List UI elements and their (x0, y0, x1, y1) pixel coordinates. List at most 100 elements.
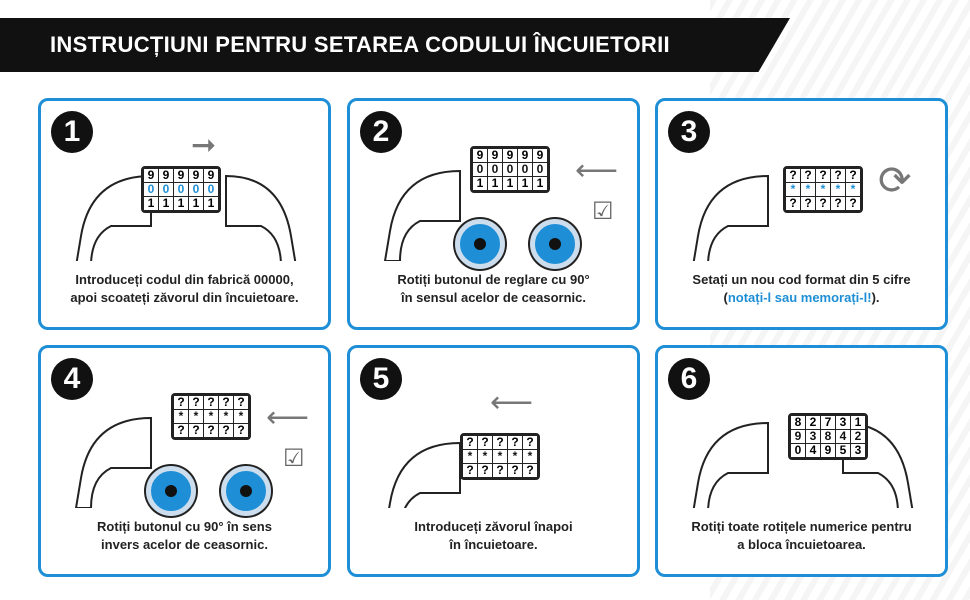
caption-paren: ( (723, 290, 728, 305)
code-digit: * (786, 183, 800, 196)
code-digit: * (189, 410, 203, 423)
caption-line: apoi scoateți zăvorul din încuietoare. (70, 290, 299, 305)
code-digit: ? (234, 396, 248, 409)
code-digit: ? (831, 169, 845, 182)
step-caption: Introduceți codul din fabrică 00000,apoi… (41, 271, 328, 307)
arrow-left-icon: ⟵ (490, 386, 534, 419)
code-wheels: ?????*****????? (171, 393, 251, 440)
code-digit: 1 (174, 197, 188, 210)
code-digit: ? (786, 169, 800, 182)
code-digit: 0 (174, 183, 188, 196)
code-digit: 1 (159, 197, 173, 210)
code-wheels: ?????*****????? (460, 433, 540, 480)
lock-body-icon (692, 174, 769, 261)
code-digit: 4 (836, 430, 850, 443)
caption-line: Rotiți butonul de reglare cu 90° (397, 272, 590, 287)
knob-icon (146, 466, 196, 516)
code-digit: ? (204, 424, 218, 437)
lock-body-icon (383, 169, 461, 261)
page-title: INSTRUCȚIUNI PENTRU SETAREA CODULUI ÎNCU… (50, 32, 670, 57)
arrow-right-icon: ➞ (191, 129, 217, 162)
code-digit: ? (816, 169, 830, 182)
caption-line: Introduceți zăvorul înapoi (414, 519, 573, 534)
code-digit: ? (234, 424, 248, 437)
code-digit: * (816, 183, 830, 196)
step-panel-4: 4 ?????*****????? ⟵ ☑ Rotiți butonul cu 9… (38, 345, 331, 577)
rotate-icon: ⟳ (878, 159, 912, 203)
arrow-left-icon: ⟵ (266, 401, 310, 434)
code-digit: 9 (503, 149, 517, 162)
code-digit: ? (463, 436, 477, 449)
arrow-left-icon: ⟵ (575, 154, 619, 187)
step-number-badge: 1 (51, 111, 93, 153)
code-digit: * (463, 450, 477, 463)
code-digit: 5 (836, 444, 850, 457)
step-number-badge: 6 (668, 358, 710, 400)
knob-icon (221, 466, 271, 516)
step-number-badge: 2 (360, 111, 402, 153)
knob-icon (530, 219, 580, 269)
step-number-badge: 5 (360, 358, 402, 400)
lock-illustration: ?????*****????? ⟵ ☑ (61, 378, 311, 516)
code-digit: 1 (204, 197, 218, 210)
caption-highlight: notați-l sau memorați-l! (727, 290, 872, 305)
code-digit: 8 (821, 430, 835, 443)
code-digit: ? (204, 396, 218, 409)
code-digit: * (831, 183, 845, 196)
code-digit: 0 (189, 183, 203, 196)
code-digit: 0 (204, 183, 218, 196)
caption-line: în sensul acelor de ceasornic. (401, 290, 586, 305)
code-digit: * (493, 450, 507, 463)
code-digit: * (478, 450, 492, 463)
code-digit: ? (219, 424, 233, 437)
code-digit: * (523, 450, 537, 463)
step-number-badge: 4 (51, 358, 93, 400)
step-caption: Rotiți butonul de reglare cu 90° în sensu… (350, 271, 637, 307)
knob-icon (455, 219, 505, 269)
code-digit: 0 (533, 163, 547, 176)
code-digit: ? (174, 424, 188, 437)
code-digit: 0 (159, 183, 173, 196)
code-digit: ? (189, 396, 203, 409)
code-digit: 9 (174, 169, 188, 182)
code-digit: * (234, 410, 248, 423)
code-digit: 1 (144, 197, 158, 210)
code-digit: 9 (518, 149, 532, 162)
code-digit: 1 (488, 177, 502, 190)
code-digit: ? (508, 436, 522, 449)
code-digit: 0 (488, 163, 502, 176)
code-digit: 7 (821, 416, 835, 429)
code-digit: ? (463, 464, 477, 477)
title-banner: INSTRUCȚIUNI PENTRU SETAREA CODULUI ÎNCU… (0, 18, 790, 72)
checkbox-icon: ☑ (283, 445, 305, 472)
code-wheels: ?????*****????? (783, 166, 863, 213)
step-panel-3: 3 ?????*****????? ⟳ Setați un nou cod fo… (655, 98, 948, 330)
code-digit: 4 (806, 444, 820, 457)
code-digit: ? (523, 464, 537, 477)
code-digit: ? (189, 424, 203, 437)
caption-line: Rotiți butonul cu 90° în sens (97, 519, 272, 534)
code-digit: * (174, 410, 188, 423)
code-digit: * (801, 183, 815, 196)
caption-paren: ). (871, 290, 880, 305)
code-digit: ? (846, 169, 860, 182)
code-digit: * (204, 410, 218, 423)
code-digit: 9 (488, 149, 502, 162)
code-digit: 0 (144, 183, 158, 196)
code-digit: 0 (473, 163, 487, 176)
code-digit: ? (508, 464, 522, 477)
step-panel-5: 5 ?????*****????? ⟵ Introduceți zăvorul … (347, 345, 640, 577)
code-digit: ? (801, 169, 815, 182)
code-digit: ? (786, 197, 800, 210)
code-digit: 1 (503, 177, 517, 190)
code-digit: * (508, 450, 522, 463)
code-digit: 2 (806, 416, 820, 429)
